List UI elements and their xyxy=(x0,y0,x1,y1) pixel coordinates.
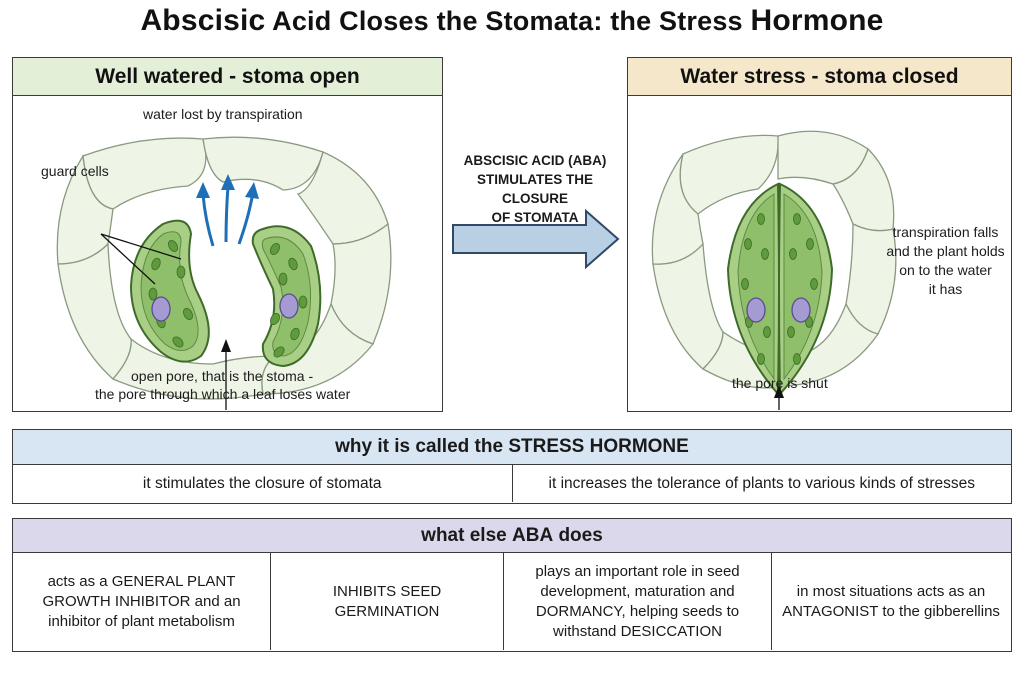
transpiration-arrows xyxy=(201,185,255,247)
aba-text-line2: STIMULATES THE CLOSURE xyxy=(477,172,593,206)
function-cell-growth-inhibitor: acts as a GENERAL PLANT GROWTH INHIBITOR… xyxy=(42,572,241,630)
transpiration-arrowheads xyxy=(196,174,259,199)
function-cell-antagonist: in most situations acts as an ANTAGONIST… xyxy=(771,553,1010,650)
pore-pointer-arrowhead xyxy=(221,339,231,352)
transp-falls-line3: on to the water xyxy=(899,262,992,278)
label-pore-shut: the pore is shut xyxy=(732,375,828,391)
transp-falls-line2: and the plant holds xyxy=(886,243,1005,259)
process-arrow xyxy=(452,208,620,270)
transp-falls-line4: it has xyxy=(928,281,963,297)
stress-heading-emph: STRESS HORMONE xyxy=(508,436,689,457)
transp-falls-line1: transpiration falls xyxy=(892,224,999,240)
left-nucleus xyxy=(151,296,171,322)
shut-pore-pointer-arrowhead xyxy=(774,385,784,398)
open-stoma-panel: Well watered - stoma open xyxy=(12,57,443,412)
stress-cell-closure: it stimulates the closure of stomata xyxy=(142,474,382,492)
title-part-3: Hormone xyxy=(750,4,884,37)
aba-text-line1: ABSCISIC ACID (ABA) xyxy=(463,153,607,168)
aba-closure-text: ABSCISIC ACID (ABA) STIMULATES THE CLOSU… xyxy=(443,151,627,227)
title-part-2: Acid Closes the Stomata: the Stress xyxy=(265,6,751,36)
label-transpiration-falls: transpiration falls and the plant holds … xyxy=(883,223,1008,299)
else-heading-emph: ABA xyxy=(512,524,554,546)
label-transpiration: water lost by transpiration xyxy=(143,106,303,122)
function-cell-seed-germination: INHIBITS SEED GERMINATION xyxy=(270,553,503,650)
open-stoma-illustration xyxy=(56,136,392,410)
stress-hormone-table: why it is called the STRESS HORMONE it s… xyxy=(12,429,1012,504)
function-cell-dormancy: plays an important role in seed developm… xyxy=(503,553,771,650)
closed-stoma-panel: Water stress - stoma closed xyxy=(627,57,1012,412)
open-stoma-heading: Well watered - stoma open xyxy=(13,58,442,96)
aba-functions-row: acts as a GENERAL PLANT GROWTH INHIBITOR… xyxy=(13,553,1011,650)
label-guard-cells: guard cells xyxy=(41,163,109,179)
aba-text-line3: OF STOMATA xyxy=(491,210,579,225)
else-heading-prefix: what else xyxy=(421,524,507,546)
left-nucleus-closed xyxy=(746,297,766,323)
stress-hormone-heading: why it is called the STRESS HORMONE xyxy=(13,430,1011,465)
label-pointers xyxy=(100,233,227,410)
label-open-pore-2: the pore through which a leaf loses wate… xyxy=(95,386,351,402)
label-open-pore-1: open pore, that is the stoma - xyxy=(131,368,314,384)
stress-cell-tolerance: it increases the tolerance of plants to … xyxy=(511,465,1012,502)
page-title: Abscisic Acid Closes the Stomata: the St… xyxy=(0,4,1024,38)
right-nucleus xyxy=(279,293,299,319)
stress-heading-prefix: why it is called the xyxy=(335,436,504,457)
aba-functions-heading: what else ABA does xyxy=(13,519,1011,553)
else-heading-suffix: does xyxy=(558,524,603,546)
closed-stoma-illustration xyxy=(651,130,897,410)
closed-stoma-heading: Water stress - stoma closed xyxy=(628,58,1011,96)
aba-functions-table: what else ABA does acts as a GENERAL PLA… xyxy=(12,518,1012,652)
epidermal-cells-closed xyxy=(651,130,897,389)
right-nucleus-closed xyxy=(791,297,811,323)
title-part-1: Abscisic xyxy=(140,4,266,37)
stress-hormone-row: it stimulates the closure of stomata it … xyxy=(13,465,1011,502)
